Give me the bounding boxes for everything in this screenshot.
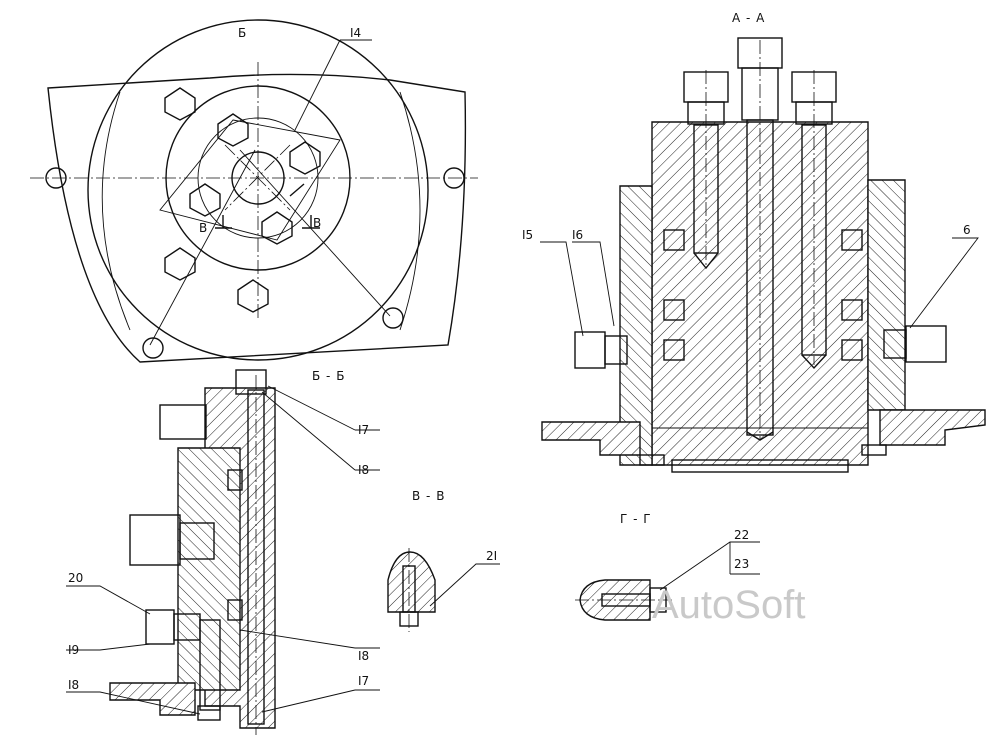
section-label-bb: Б - Б	[312, 369, 345, 383]
callout-17-bottom: I7	[358, 674, 369, 688]
section-b-b	[66, 369, 380, 735]
cut-mark-v-right: В	[313, 216, 321, 230]
callout-22: 22	[734, 528, 749, 542]
section-v-v	[387, 548, 500, 632]
view-label-b: Б	[238, 26, 247, 40]
callout-19: I9	[68, 643, 79, 657]
section-label-vv: В - В	[412, 489, 445, 503]
section-label-aa: А - А	[732, 11, 765, 25]
plan-view-b	[30, 19, 478, 363]
section-a-a	[540, 37, 986, 473]
callout-15: I5	[522, 228, 533, 242]
callout-18-mid: I8	[358, 649, 369, 663]
callout-14: I4	[350, 26, 361, 40]
callout-17-top: I7	[358, 423, 369, 437]
section-g-g	[575, 541, 760, 621]
callout-6: 6	[963, 223, 971, 237]
watermark: AutoSoft	[652, 583, 805, 627]
callout-20: 20	[68, 571, 83, 585]
callout-16: I6	[572, 228, 583, 242]
callout-23: 23	[734, 557, 749, 571]
callout-18-bottom: I8	[68, 678, 79, 692]
section-label-gg: Г - Г	[620, 512, 652, 526]
callout-18-top: I8	[358, 463, 369, 477]
callout-21: 2I	[486, 549, 497, 563]
cut-mark-v-left: В	[199, 221, 207, 235]
